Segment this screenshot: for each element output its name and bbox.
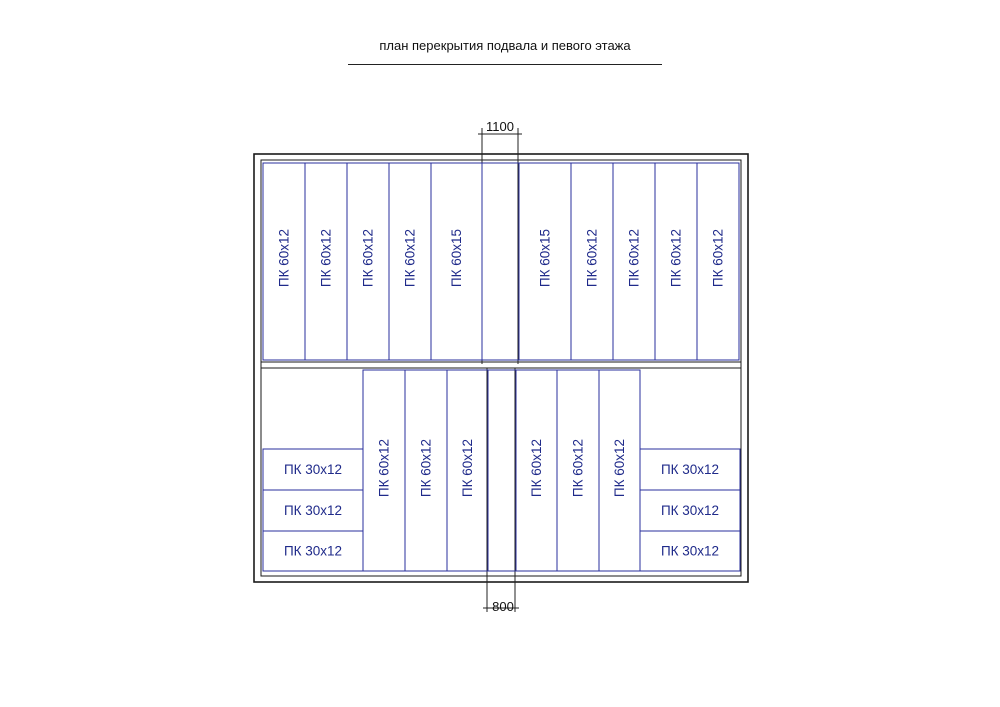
upper-slab-label-5: ПК 60х15	[449, 229, 464, 287]
right-short-slab-label-2: ПК 30х12	[661, 503, 719, 518]
lower-slab-label-7: ПК 60х12	[612, 439, 627, 497]
right-short-slab-stack: ПК 30х12 ПК 30х12 ПК 30х12	[639, 448, 741, 572]
upper-slab-row: ПК 60х12 ПК 60х12 ПК 60х12 ПК 60х12 ПК 60х15…	[262, 162, 740, 361]
lower-slab-label-6: ПК 60х12	[571, 439, 586, 497]
outer-wall-outline	[253, 153, 749, 583]
left-short-slab-label-2: ПК 30х12	[284, 503, 342, 518]
dim-label-bottom: 800	[492, 599, 514, 614]
dim-label-top: 1100	[486, 119, 514, 134]
upper-slab-label-4: ПК 60х12	[403, 229, 418, 287]
left-short-slab-3	[262, 530, 364, 572]
upper-slab-6	[481, 162, 520, 361]
upper-slab-label-1: ПК 60х12	[277, 229, 292, 287]
outer-walls	[253, 153, 749, 583]
title-underline	[348, 64, 662, 65]
upper-slab-label-9: ПК 60х12	[627, 229, 642, 287]
right-short-slab-3	[639, 530, 741, 572]
upper-slab-label-11: ПК 60х12	[711, 229, 726, 287]
lower-slab-4	[487, 369, 517, 572]
lower-slab-label-3: ПК 60х12	[460, 439, 475, 497]
right-short-slab-label-1: ПК 30х12	[661, 462, 719, 477]
upper-slab-label-8: ПК 60х12	[585, 229, 600, 287]
left-short-slab-label-1: ПК 30х12	[284, 462, 342, 477]
upper-slab-label-7: ПК 60х15	[538, 229, 553, 287]
lower-slab-row: ПК 60х12 ПК 60х12 ПК 60х12 ПК 60х12 ПК 60х12…	[362, 369, 641, 572]
lower-slab-label-2: ПК 60х12	[419, 439, 434, 497]
upper-slab-label-2: ПК 60х12	[319, 229, 334, 287]
upper-slab-label-3: ПК 60х12	[361, 229, 376, 287]
lower-slab-label-5: ПК 60х12	[529, 439, 544, 497]
plan-title: план перекрытия подвала и певого этажа	[379, 38, 631, 53]
left-short-slab-label-3: ПК 30х12	[284, 544, 342, 559]
left-short-slab-stack: ПК 30х12 ПК 30х12 ПК 30х12	[262, 448, 364, 572]
lower-slab-label-1: ПК 60х12	[377, 439, 392, 497]
right-short-slab-label-3: ПК 30х12	[661, 544, 719, 559]
upper-slab-11	[696, 162, 740, 361]
upper-slab-label-10: ПК 60х12	[669, 229, 684, 287]
